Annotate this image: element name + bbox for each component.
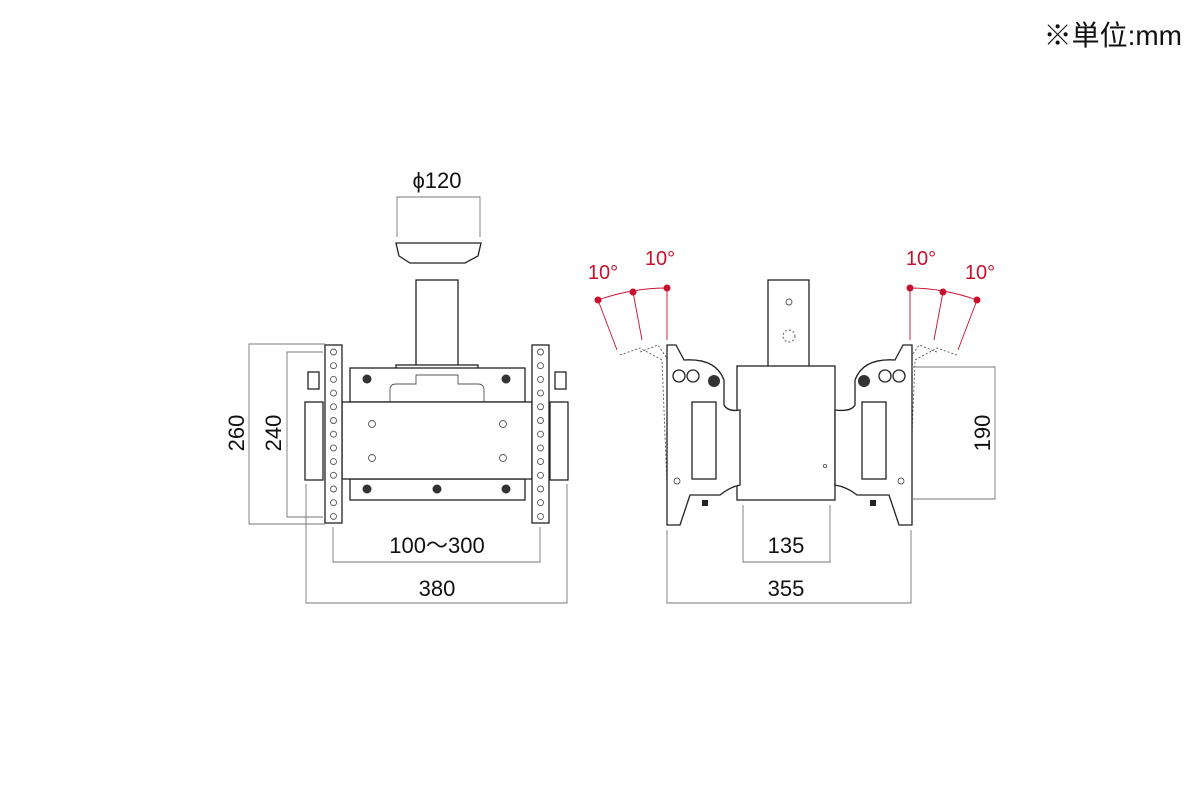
rail-hole [537, 499, 544, 507]
tilt-angle-left [597, 287, 668, 351]
width-adjust-label: 100〜300 [389, 533, 484, 558]
hole [785, 298, 793, 306]
body-width-label: 135 [768, 533, 805, 558]
rail-hole [537, 403, 544, 411]
hole [368, 420, 376, 428]
rail-hole [330, 512, 337, 520]
width-total-label: 380 [419, 576, 456, 601]
angle-point [594, 296, 602, 304]
side-width-dimension-line [666, 530, 912, 604]
pole [767, 279, 810, 368]
tilt-knob [708, 375, 720, 387]
rail-hole [537, 512, 544, 520]
left-side-bracket [304, 401, 324, 481]
rail-holes [330, 348, 544, 520]
body-width-dimension-line [742, 505, 831, 563]
rail-hole [330, 389, 337, 397]
rail-hole [330, 430, 337, 438]
right-clamp [861, 401, 887, 480]
hole [368, 454, 376, 462]
right-side-bracket [549, 401, 569, 481]
rail-hole [330, 485, 337, 493]
screw [432, 484, 442, 494]
rail-hole [330, 499, 337, 507]
hole [499, 454, 507, 462]
rail-hole [330, 348, 337, 356]
angle-point [939, 288, 947, 296]
rail-hole [330, 375, 337, 383]
adjust-hole [672, 369, 686, 383]
screw [501, 484, 511, 494]
side-height-label: 190 [970, 415, 995, 452]
angle-point [906, 284, 914, 292]
angle-point [663, 284, 671, 292]
center-box [736, 365, 836, 501]
diameter-label: ϕ120 [412, 168, 461, 193]
adjust-hole [878, 369, 892, 383]
right-rail [531, 344, 550, 524]
rail-hole [537, 485, 544, 493]
rail-hole [537, 375, 544, 383]
angle-point [973, 296, 981, 304]
hidden-hole [782, 329, 796, 343]
tilt-knob [858, 375, 870, 387]
right-knob [554, 371, 567, 390]
side-height-dimension-line [912, 366, 996, 500]
height-inner-label: 240 [261, 415, 286, 452]
unit-note: ※単位:mm [1043, 20, 1182, 51]
tilt-right-outer-label: 10° [965, 262, 995, 284]
rail-hole [330, 417, 337, 424]
rail-hole [537, 471, 544, 479]
screw [362, 484, 372, 494]
ceiling-cap [395, 242, 482, 264]
diameter-dimension-line [396, 196, 481, 237]
height-outer-label: 260 [224, 415, 249, 452]
rail-hole [537, 348, 544, 356]
height-outer-dimension-line [248, 343, 325, 525]
adjust-hole [892, 369, 906, 383]
bolt [702, 500, 708, 506]
tilt-angle-right [909, 287, 978, 351]
rail-hole [330, 471, 337, 479]
rail-hole [537, 444, 544, 452]
front-view: ϕ120 260 240 [224, 168, 569, 604]
upper-box [349, 367, 526, 403]
rail-hole [330, 458, 337, 466]
height-inner-dimension-line [286, 351, 323, 518]
bolt [870, 500, 876, 506]
tilt-ghost-left [619, 344, 669, 511]
screw [501, 374, 511, 384]
tilt-left-outer-label: 10° [588, 262, 618, 284]
rail-hole [537, 362, 544, 370]
rail-hole [537, 389, 544, 397]
rail-hole [537, 417, 544, 424]
width-adjust-dimension-line [332, 527, 541, 563]
tilt-right-inner-label: 10° [906, 248, 936, 270]
tilt-ghost-right [908, 344, 958, 511]
left-knob [307, 371, 320, 390]
mount-plate [341, 401, 533, 480]
left-rail [324, 344, 343, 524]
rail-hole [537, 458, 544, 466]
screw [362, 374, 372, 384]
pole [415, 279, 459, 368]
hole [822, 463, 828, 469]
rail-hole [537, 430, 544, 438]
screw [673, 477, 681, 485]
left-clamp [691, 401, 717, 480]
screw [897, 477, 905, 485]
tilt-left-inner-label: 10° [645, 248, 675, 270]
bracket-cutout [389, 374, 485, 402]
hole [499, 420, 507, 428]
side-view: 10° 10° 10° 10° 135 355 190 [588, 248, 996, 604]
side-width-label: 355 [768, 576, 805, 601]
rail-hole [330, 444, 337, 452]
adjust-hole [686, 369, 700, 383]
angle-point [629, 288, 637, 296]
width-total-dimension-line [305, 484, 568, 604]
rail-hole [330, 362, 337, 370]
rail-hole [330, 403, 337, 411]
